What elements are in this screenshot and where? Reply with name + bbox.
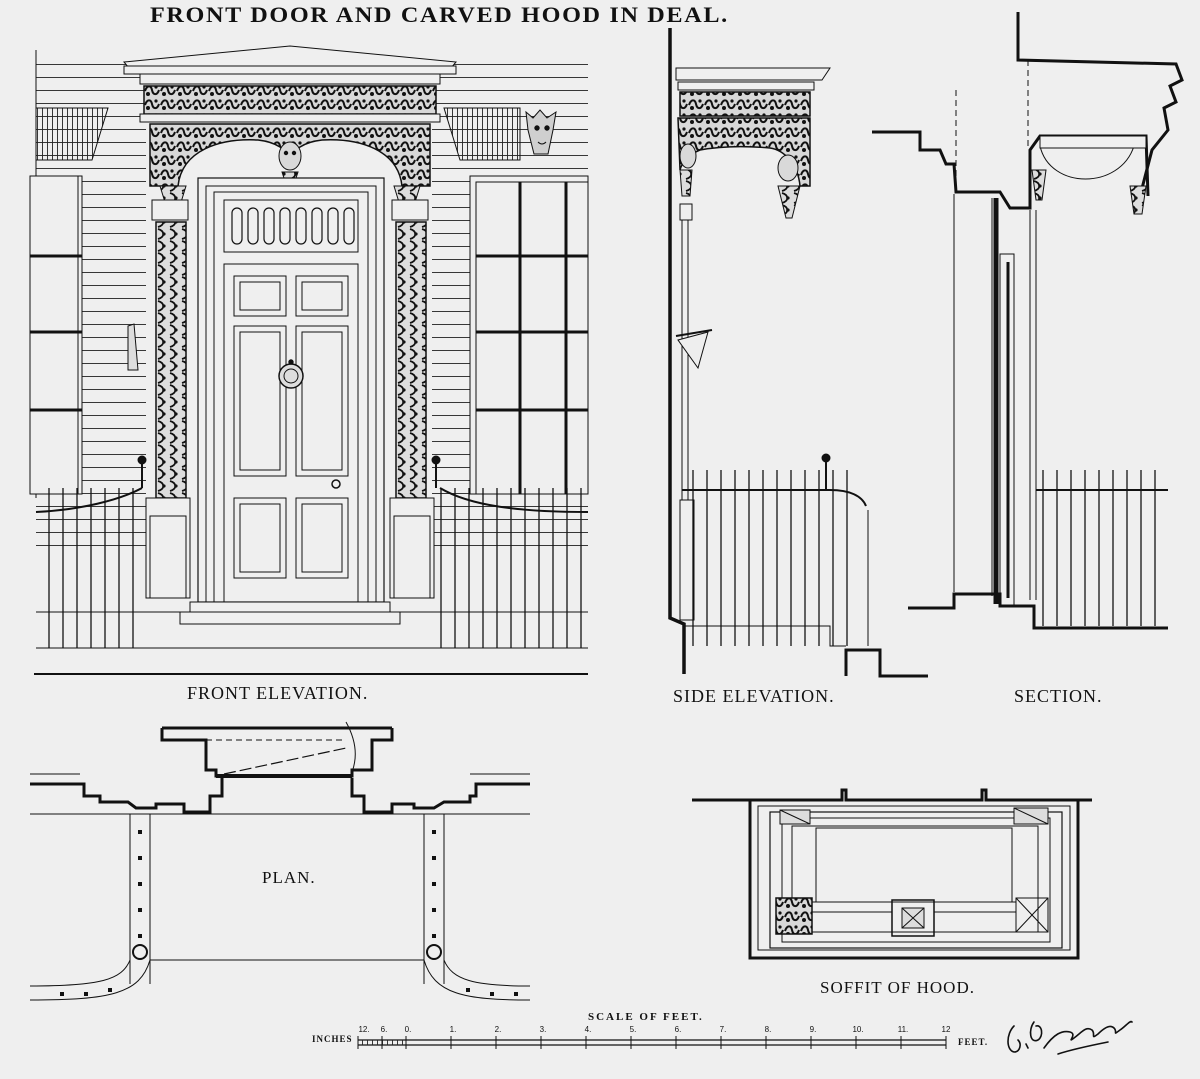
drawing-title: FRONT DOOR AND CARVED HOOD IN DEAL. (150, 2, 729, 27)
feet-tick-label: 12 (941, 1025, 951, 1034)
left-railings (40, 488, 142, 648)
label-plan: PLAN. (262, 868, 316, 887)
feet-tick-label: 5. (629, 1025, 637, 1034)
label-side-elevation: SIDE ELEVATION. (673, 686, 835, 706)
section-view (872, 12, 1184, 630)
six-panel-door (223, 263, 359, 603)
scale-bar (357, 1036, 947, 1049)
right-carved-pilaster (395, 221, 427, 499)
soffit-of-hood (692, 788, 1092, 960)
scale-inches-label: INCHES (312, 1034, 353, 1044)
feet-tick-label: 7. (719, 1025, 727, 1034)
feet-tick-label: 4. (584, 1025, 592, 1034)
left-window (29, 175, 83, 495)
inch-tick-label: 6. (380, 1025, 388, 1034)
feet-tick-label: 8. (764, 1025, 772, 1034)
front-elevation (29, 45, 589, 675)
inch-tick-label: 12. (358, 1025, 370, 1034)
side-elevation (668, 28, 928, 678)
door-knocker (278, 359, 304, 389)
inch-tick-label: 0. (404, 1025, 412, 1034)
label-soffit-of-hood: SOFFIT OF HOOD. (820, 978, 975, 997)
label-front-elevation: FRONT ELEVATION. (187, 683, 369, 703)
left-carved-pilaster (155, 221, 187, 499)
feet-tick-label: 6. (674, 1025, 682, 1034)
label-section: SECTION. (1014, 686, 1103, 706)
architect-signature (1007, 1020, 1133, 1055)
feet-tick-label: 11. (897, 1025, 909, 1034)
mask-ornament (525, 109, 557, 155)
scale-title: SCALE OF FEET. (588, 1011, 704, 1023)
feet-tick-label: 2. (494, 1025, 502, 1034)
feet-tick-label: 1. (449, 1025, 457, 1034)
right-window (469, 175, 589, 495)
feet-tick-label: 9. (809, 1025, 817, 1034)
scale-feet-label: FEET. (958, 1037, 989, 1047)
feet-tick-label: 10. (852, 1025, 864, 1034)
feet-tick-label: 3. (539, 1025, 547, 1034)
right-railings (440, 488, 588, 648)
carved-frieze (143, 85, 437, 115)
plan-view (29, 721, 531, 1001)
